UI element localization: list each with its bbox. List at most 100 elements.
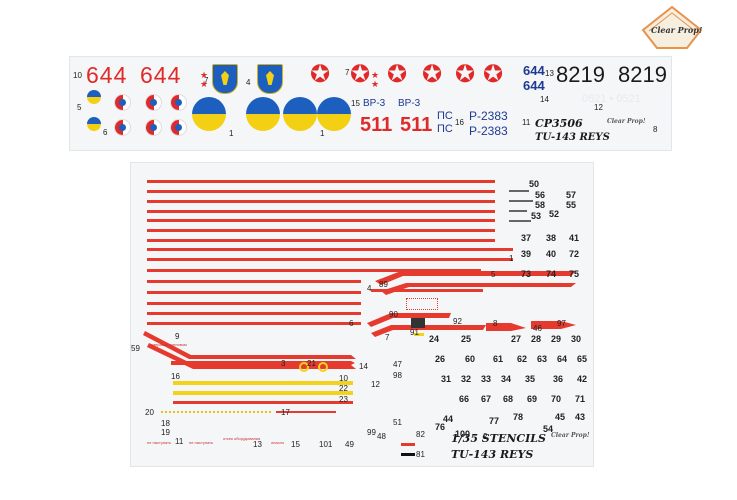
callout-number: 89 [379, 280, 388, 289]
callout-number: 2 [483, 432, 488, 441]
callout-number: 65 [577, 354, 588, 364]
callout-number: 1 [229, 129, 234, 138]
callout-number: 97 [557, 319, 566, 328]
small-roundel-icon [87, 90, 101, 104]
callout-number: 15 [351, 99, 360, 108]
callout-number: 52 [549, 209, 560, 219]
ukraine-roundel-icon [192, 97, 226, 131]
callout-number: 5 [491, 270, 496, 279]
callout-number: 14 [540, 95, 549, 104]
red-stripe [147, 239, 495, 242]
small-circle-marker [318, 362, 328, 372]
red-stripe [147, 210, 495, 213]
callout-number: 8 [493, 319, 498, 328]
brand-logo-text: Clear Prop! [651, 25, 703, 35]
tail-number-red-2: 644 [140, 62, 182, 88]
callout-number: 46 [533, 324, 542, 333]
red-stripe [356, 269, 481, 272]
callout-number: 92 [453, 317, 462, 326]
callout-number: 21 [307, 359, 316, 368]
callout-number: 35 [525, 374, 536, 384]
bottom-stencil-sheet: не наступать не наступать отсек оборудов… [131, 163, 593, 466]
tail-number-blue-1: 644 [523, 63, 545, 78]
callout-number: 16 [455, 118, 464, 127]
callout-number: 72 [569, 249, 580, 259]
callout-number: 22 [339, 384, 348, 393]
red-stripe [147, 291, 361, 294]
stencil-dash [509, 210, 527, 212]
callout-number: 28 [531, 334, 542, 344]
stencil-sheet-subtitle: TU-143 REYS [451, 448, 534, 461]
red-star-icon: ✪ [350, 61, 371, 88]
callout-number: 7 [204, 76, 209, 85]
stencil-block [414, 333, 424, 336]
brand-logo: Clear Prop! [641, 4, 703, 54]
callout-number: 62 [517, 354, 528, 364]
callout-number: 15 [291, 440, 300, 449]
callout-number: 77 [489, 416, 500, 426]
callout-number: 101 [319, 440, 333, 449]
red-white-roundel-icon [170, 94, 187, 111]
vr-code-2: ВР-3 [398, 98, 421, 109]
callout-number: 30 [571, 334, 582, 344]
callout-number: 99 [367, 428, 376, 437]
callout-number: 10 [339, 374, 348, 383]
callout-number: 12 [594, 103, 603, 112]
callout-number: 4 [246, 78, 251, 87]
callout-number: 39 [521, 249, 532, 259]
callout-number: 11 [522, 118, 531, 127]
red-stripe [371, 289, 483, 292]
red-star-icon: ✪ [422, 61, 443, 88]
callout-number: 29 [551, 334, 562, 344]
callout-number: 54 [543, 424, 554, 434]
ukraine-roundel-icon [317, 97, 351, 131]
callout-number: 60 [465, 354, 476, 364]
callout-number: 67 [481, 394, 492, 404]
callout-number: 7 [345, 68, 350, 77]
small-star-icon: ★★ [371, 70, 380, 89]
callout-number: 25 [461, 334, 472, 344]
red-white-roundel-icon [114, 94, 131, 111]
brand-mini-logo: Clear Prop! [551, 432, 590, 439]
callout-number: 61 [493, 354, 504, 364]
red-stripe [147, 229, 495, 232]
coat-of-arms-icon [212, 64, 238, 94]
callout-number: 76 [435, 422, 446, 432]
red-stripe [147, 219, 495, 222]
callout-number: 16 [171, 372, 180, 381]
callout-number: 66 [459, 394, 470, 404]
callout-number: 33 [481, 374, 492, 384]
callout-number: 12 [371, 380, 380, 389]
small-roundel-icon [87, 117, 101, 131]
callout-number: 3 [281, 359, 286, 368]
callout-number: 32 [461, 374, 472, 384]
red-star-icon: ✪ [455, 61, 476, 88]
callout-number: 13 [545, 69, 554, 78]
callout-number: 69 [527, 394, 538, 404]
p2383-2: P-2383 [469, 124, 508, 138]
stencil-block [411, 318, 425, 328]
registration-number-1: 8219 [556, 62, 605, 87]
callout-number: 8 [653, 125, 658, 134]
callout-number: 10 [73, 71, 82, 80]
callout-number: 14 [359, 362, 368, 371]
tiny-label: заправка топливом [151, 342, 187, 347]
callout-number: 71 [575, 394, 586, 404]
callout-number: 82 [416, 430, 425, 439]
stencil-dash [509, 190, 529, 192]
callout-number: 73 [521, 269, 532, 279]
red-stripe [147, 312, 361, 315]
stencil-sheet-title: 1/35 STENCILS [451, 432, 546, 445]
red-stripe [173, 401, 353, 404]
registration-number-2: 8219 [618, 62, 667, 87]
callout-number: 18 [161, 419, 170, 428]
angled-stripe-shapes [143, 271, 576, 369]
callout-number: 31 [441, 374, 452, 384]
ukraine-roundel-icon [246, 97, 280, 131]
p2383-1: P-2383 [469, 109, 508, 123]
callout-number: 81 [416, 450, 425, 459]
red-star-icon: ✪ [483, 61, 504, 88]
callout-number: 100 [455, 429, 471, 439]
stencil-dash [509, 220, 531, 222]
callout-number: 7 [385, 333, 390, 342]
